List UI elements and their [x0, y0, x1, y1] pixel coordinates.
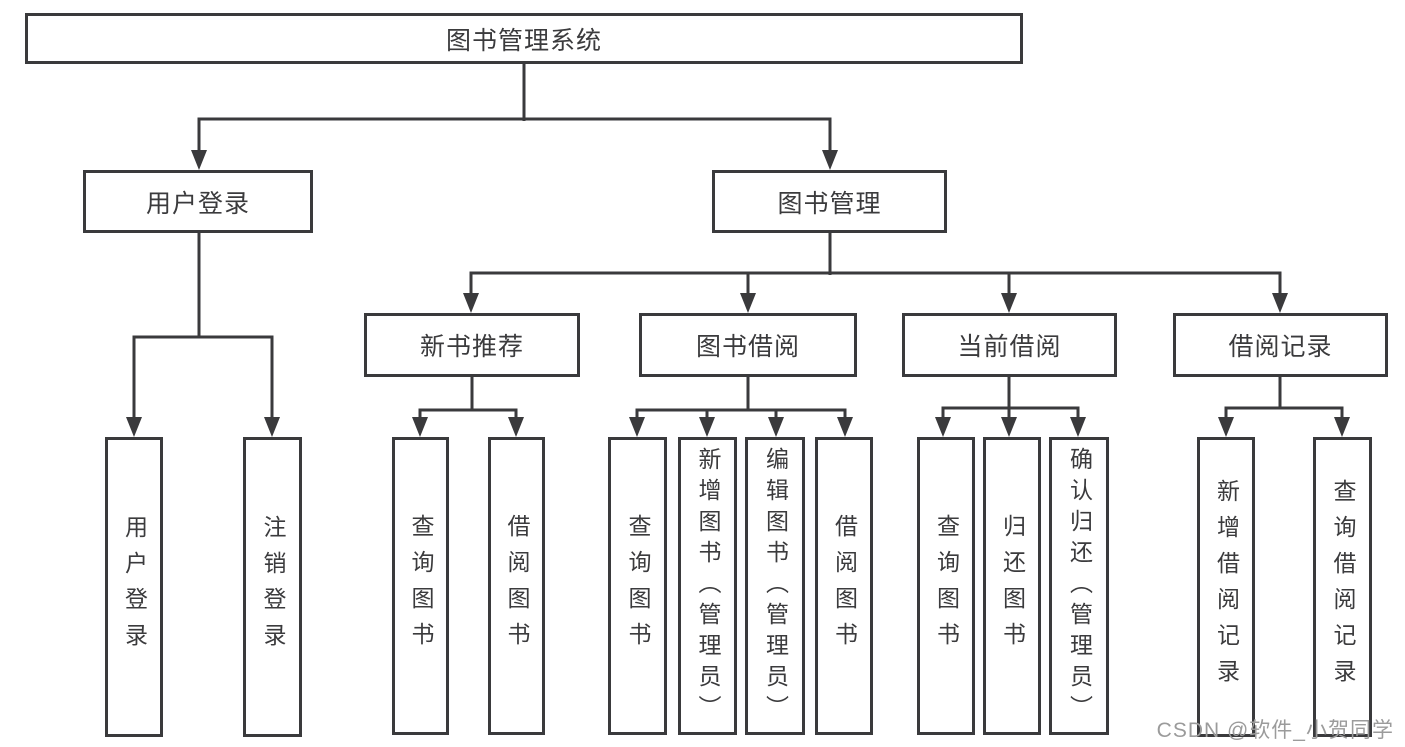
node-library-management-system: 图书管理系统 [25, 13, 1023, 64]
leaf-borrow-books-recommend: 借阅图书 [488, 437, 545, 735]
node-label: 图书管理 [777, 189, 882, 218]
node-book-management: 图书管理 [712, 170, 947, 233]
leaf-query-books-borrow: 查询图书 [608, 437, 667, 735]
node-book-borrowing: 图书借阅 [639, 313, 857, 377]
node-label: 新书推荐 [419, 333, 524, 361]
leaf-borrow-books-borrow: 借阅图书 [815, 437, 873, 735]
leaf-label: 新增借阅记录 [1213, 479, 1240, 695]
node-label: 当前借阅 [957, 333, 1062, 361]
node-label: 图书管理系统 [445, 26, 602, 55]
leaf-query-books-recommend: 查询图书 [392, 437, 449, 735]
csdn-watermark: CSDN @软件_小贺同学 [1156, 719, 1394, 742]
node-label: 借阅记录 [1228, 333, 1333, 361]
leaf-label: 借阅图书 [831, 514, 858, 658]
leaf-add-borrowing-record: 新增借阅记录 [1197, 437, 1255, 737]
leaf-label: 查询图书 [625, 514, 651, 658]
node-label: 用户登录 [145, 189, 250, 218]
leaf-query-books-current: 查询图书 [917, 437, 975, 735]
leaf-query-borrowing-record: 查询借阅记录 [1313, 437, 1372, 737]
node-borrowing-records: 借阅记录 [1173, 313, 1388, 377]
leaf-label: 确认归还（管理员） [1066, 446, 1093, 726]
node-label: 图书借阅 [695, 333, 800, 361]
leaf-confirm-return-admin: 确认归还（管理员） [1049, 437, 1109, 735]
leaf-label: 归还图书 [999, 514, 1026, 658]
node-user-login: 用户登录 [83, 170, 313, 233]
leaf-edit-books-admin: 编辑图书（管理员） [745, 437, 805, 735]
leaf-label: 借阅图书 [504, 514, 530, 658]
leaf-label: 查询图书 [408, 514, 434, 658]
leaf-logout-login: 注销登录 [243, 437, 302, 737]
leaf-return-books: 归还图书 [983, 437, 1041, 735]
leaf-label: 查询图书 [933, 514, 960, 658]
leaf-label: 用户登录 [121, 515, 148, 659]
connector-wire-path [132, 64, 1344, 420]
leaf-user-login: 用户登录 [105, 437, 163, 737]
leaf-label: 编辑图书（管理员） [762, 446, 789, 726]
leaf-label: 注销登录 [260, 515, 286, 659]
node-current-borrowing: 当前借阅 [902, 313, 1117, 377]
leaf-label: 新增图书（管理员） [695, 446, 721, 726]
leaf-add-books-admin: 新增图书（管理员） [678, 437, 737, 735]
node-new-book-recommendation: 新书推荐 [364, 313, 580, 377]
leaf-label: 查询借阅记录 [1330, 479, 1356, 695]
